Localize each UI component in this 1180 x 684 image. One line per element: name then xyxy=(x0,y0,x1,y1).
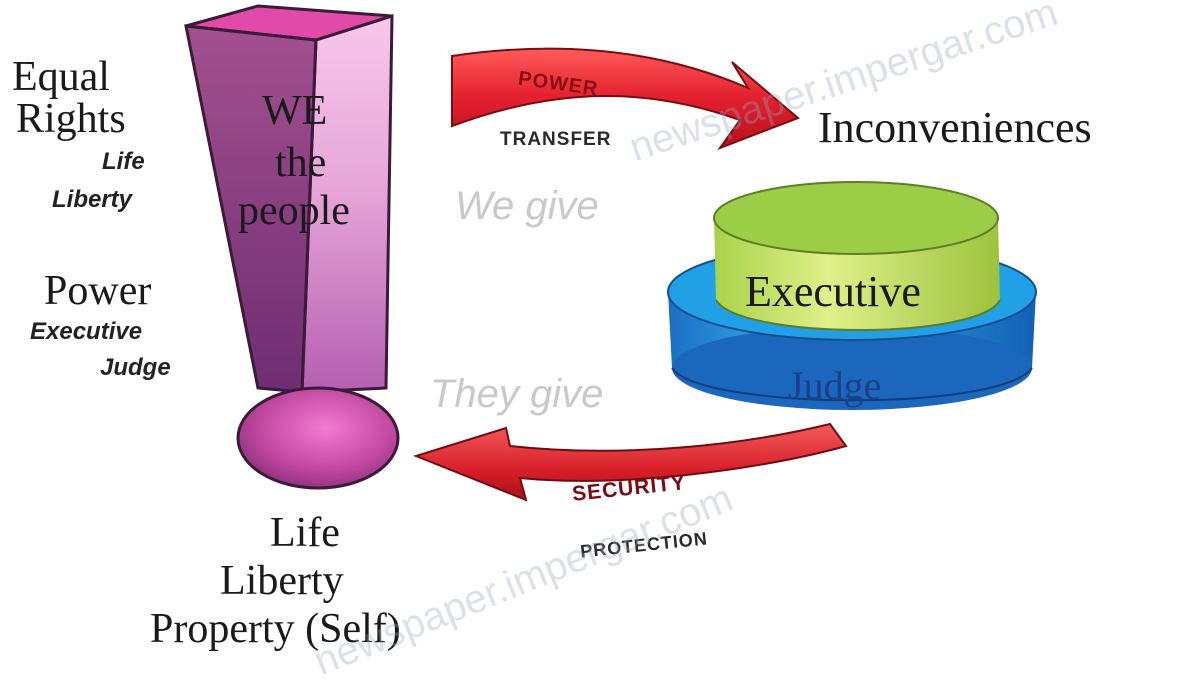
power-executive-label: Executive xyxy=(30,318,143,345)
power-label: Power xyxy=(44,268,152,314)
inconveniences-label: Inconveniences xyxy=(818,103,1092,152)
government-cylinder xyxy=(667,181,1037,410)
diagram: Equal Rights Life Liberty Power Executiv… xyxy=(12,0,1092,684)
diagram-graphics xyxy=(184,4,1037,502)
judge-tier-label: Judge xyxy=(788,363,882,408)
rights-liberty-label: Liberty xyxy=(52,186,133,213)
executive-tier-label: Executive xyxy=(745,267,921,316)
rights-label: Rights xyxy=(16,96,126,142)
we-label: WE xyxy=(262,88,328,134)
they-give-ghost-text: They give xyxy=(430,372,604,416)
security-protection-arrow xyxy=(413,422,848,502)
rights-life-label: Life xyxy=(102,148,145,175)
exclamation-dot xyxy=(236,386,400,490)
transfer-label: TRANSFER xyxy=(500,129,612,150)
the-label: the xyxy=(275,140,327,186)
we-give-ghost-text: We give xyxy=(455,184,599,228)
equal-label: Equal xyxy=(12,54,110,100)
bottom-liberty-label: Liberty xyxy=(220,558,344,604)
bottom-property-label: Property (Self) xyxy=(150,606,401,652)
power-transfer-arrow xyxy=(451,47,800,151)
bottom-life-label: Life xyxy=(270,510,340,556)
people-label: people xyxy=(238,188,350,234)
power-judge-label: Judge xyxy=(100,354,171,381)
